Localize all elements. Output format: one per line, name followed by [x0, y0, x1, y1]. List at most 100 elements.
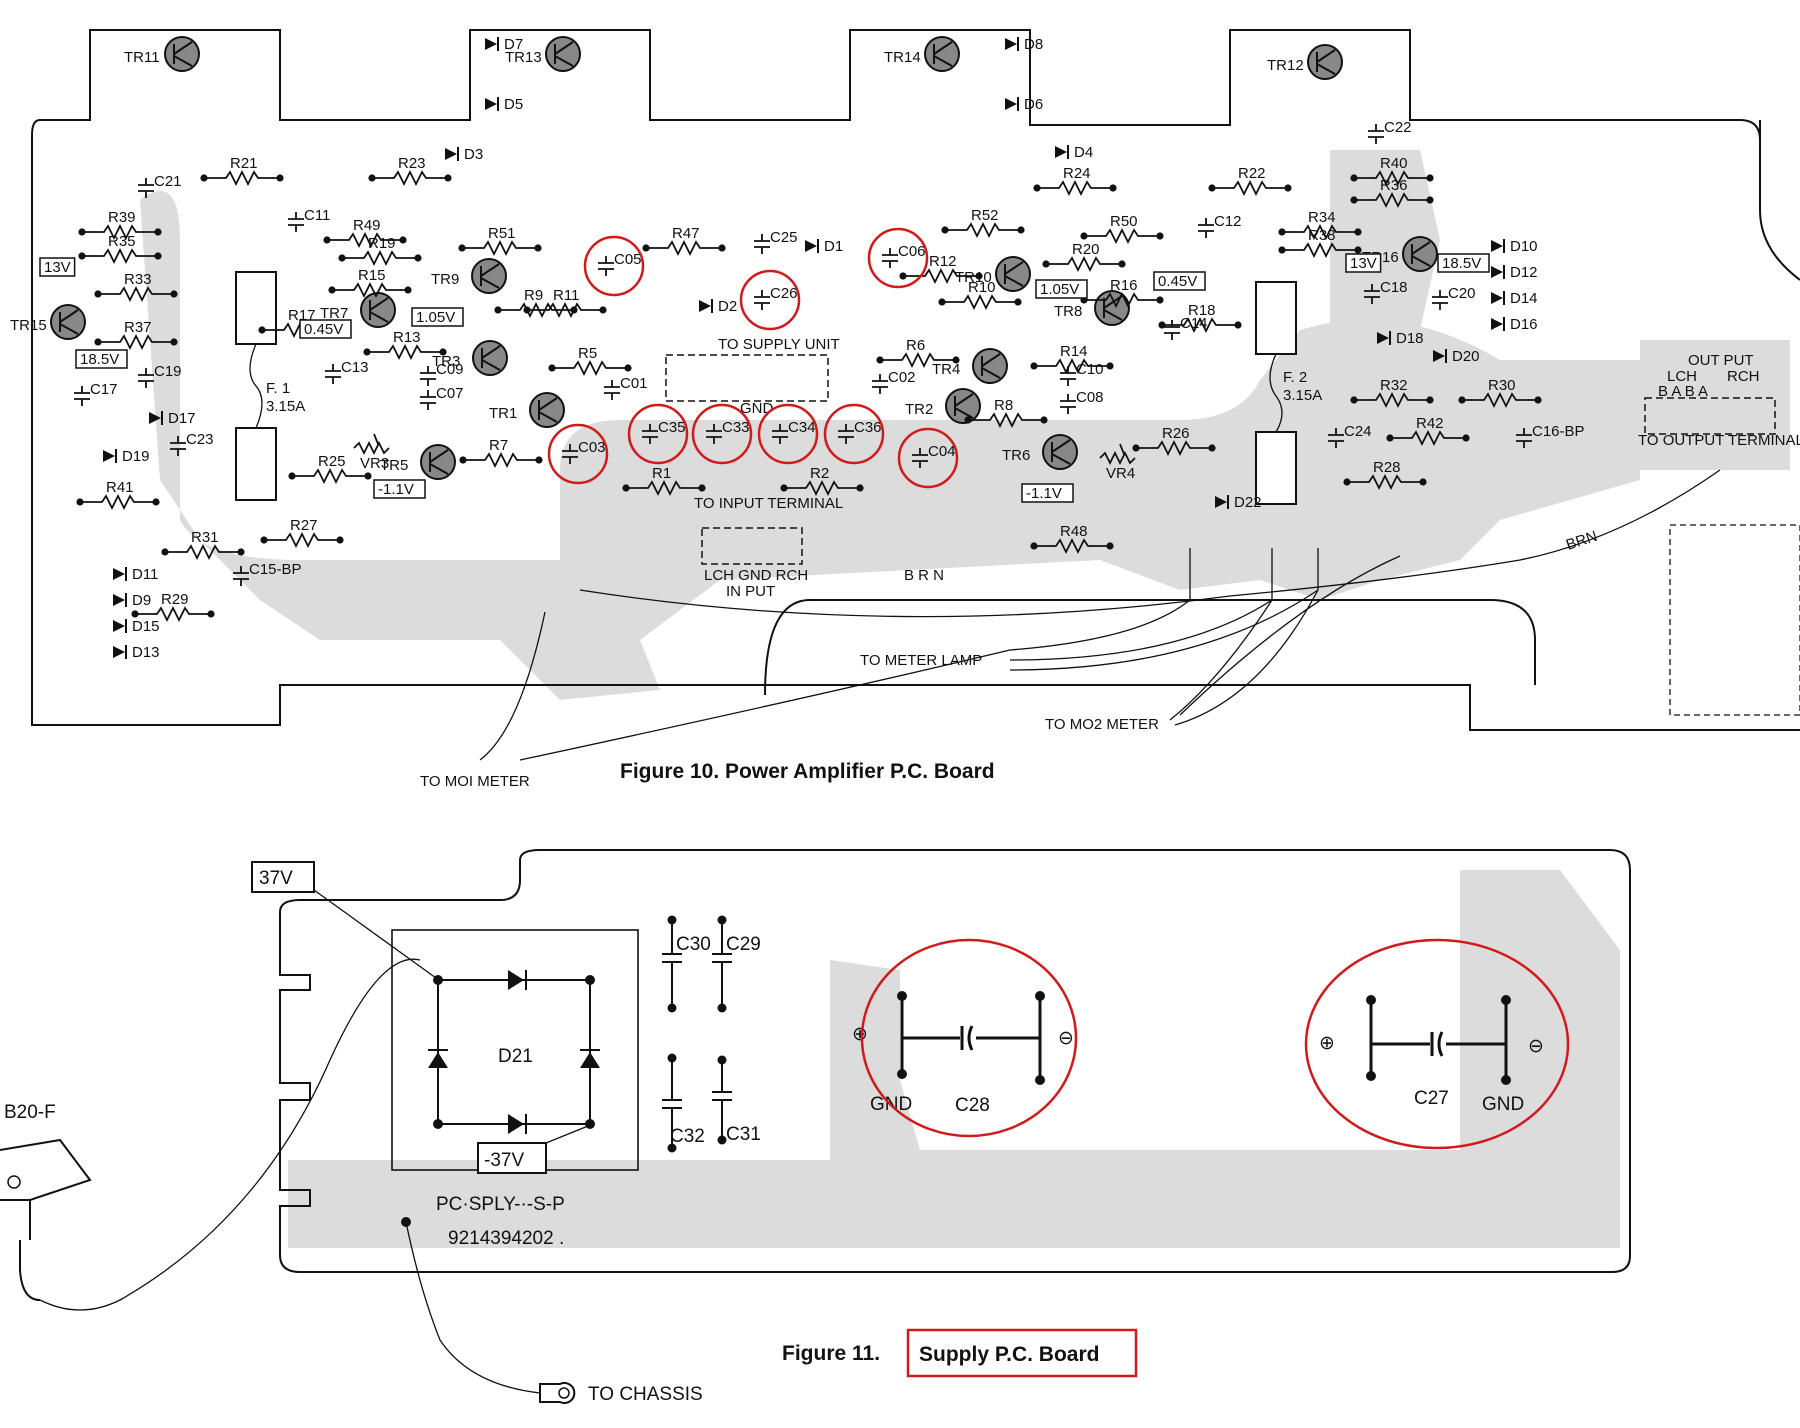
capacitor-c08	[1060, 394, 1076, 414]
capacitor-c17	[74, 386, 90, 406]
resistor-label-r9: R9	[524, 287, 543, 304]
capacitor-c21	[138, 178, 154, 198]
highlight-c04	[897, 427, 959, 489]
resistor-r36	[1354, 191, 1430, 209]
resistor-label-r16: R16	[1110, 277, 1138, 294]
pot-vr3	[353, 433, 390, 456]
resistor-r25	[292, 467, 368, 485]
diode-label-d9: D9	[132, 592, 151, 609]
supply-unit-label: TO SUPPLY UNIT	[718, 336, 840, 353]
resistor-r15	[332, 281, 408, 299]
capacitor-c14	[1164, 320, 1180, 340]
resistor-r35	[82, 247, 158, 265]
resistor-r52	[945, 221, 1021, 239]
highlight-c28	[860, 938, 1078, 1138]
capacitor-label-c06: C06	[898, 243, 926, 260]
diode-label-d16: D16	[1510, 316, 1538, 333]
cap-c32-label: C32	[670, 1126, 705, 1147]
capacitor-label-c07: C07	[436, 385, 464, 402]
resistor-label-r47: R47	[672, 225, 700, 242]
transistor-label-tr6: TR6	[1002, 447, 1030, 464]
output-pins-label: B A B A	[1658, 383, 1708, 400]
diode-d10	[1491, 240, 1503, 252]
capacitor-label-c17: C17	[90, 381, 118, 398]
board-code: PC·SPLY-·-S-P	[436, 1194, 565, 1215]
diode-label-d17: D17	[168, 410, 196, 427]
resistor-label-r21: R21	[230, 155, 258, 172]
diode-d15	[113, 620, 125, 632]
diode-label-d3: D3	[464, 146, 483, 163]
resistor-r24	[1037, 179, 1113, 197]
capacitor-c13	[325, 364, 341, 384]
diode-label-d13: D13	[132, 644, 160, 661]
input-label: IN PUT	[726, 583, 775, 600]
capacitor-label-c21: C21	[154, 173, 182, 190]
resistor-r10	[942, 293, 1018, 311]
transistor-tr7	[360, 292, 396, 328]
resistor-r51	[462, 239, 538, 257]
resistor-label-r49: R49	[353, 217, 381, 234]
input-pins-label: LCH GND RCH	[704, 567, 808, 584]
capacitor-c25	[754, 234, 770, 254]
transistor-tr11	[164, 36, 200, 72]
resistor-label-r33: R33	[124, 271, 152, 288]
meter-lamp-label: TO METER LAMP	[860, 652, 982, 669]
fuse-f2-rating: 3.15A	[1283, 387, 1322, 404]
capacitor-label-c25: C25	[770, 229, 798, 246]
c27-gnd-label: GND	[1482, 1094, 1524, 1115]
diode-d17	[149, 412, 161, 424]
resistor-label-r5: R5	[578, 345, 597, 362]
resistor-label-r22: R22	[1238, 165, 1266, 182]
resistor-r49	[327, 231, 403, 249]
resistor-r21	[204, 169, 280, 187]
diode-d16	[1491, 318, 1503, 330]
resistor-label-r50: R50	[1110, 213, 1138, 230]
highlight-c26	[739, 269, 801, 331]
cap-c27-label: C27	[1414, 1088, 1449, 1109]
resistor-label-r20: R20	[1072, 241, 1100, 258]
capacitor-label-c15-bp: C15-BP	[249, 561, 302, 578]
resistor-r34	[1282, 223, 1358, 241]
transistor-tr3	[472, 340, 508, 376]
m02-meter-label: TO MO2 METER	[1045, 716, 1159, 733]
resistor-r50	[1084, 227, 1160, 245]
resistor-label-r35: R35	[108, 233, 136, 250]
resistor-r22	[1212, 179, 1288, 197]
c27-minus-symbol: ⊖	[1528, 1036, 1544, 1057]
transistor-tr5	[420, 444, 456, 480]
resistor-label-r28: R28	[1373, 459, 1401, 476]
resistor-r29	[135, 605, 211, 623]
bridge-d21-label: D21	[498, 1046, 533, 1067]
capacitor-c18	[1364, 284, 1380, 304]
supply-copper-trace-right	[1460, 870, 1620, 1248]
resistor-r28	[1347, 473, 1423, 491]
capacitor-c06	[882, 248, 898, 268]
resistor-label-r34: R34	[1308, 209, 1336, 226]
transistor-label-tr8: TR8	[1054, 303, 1082, 320]
capacitor-label-c18: C18	[1380, 279, 1408, 296]
diode-d22	[1215, 496, 1227, 508]
capacitor-c04	[912, 448, 928, 468]
transistor-tr13	[545, 36, 581, 72]
resistor-label-r6: R6	[906, 337, 925, 354]
figure10-caption: Figure 10. Power Amplifier P.C. Board	[620, 760, 995, 783]
supply-copper-trace	[288, 870, 1620, 1248]
diode-d2	[699, 300, 711, 312]
highlight-c35	[627, 403, 689, 465]
transistor-tr14	[924, 36, 960, 72]
pot-label-vr3: VR3	[360, 455, 389, 472]
capacitor-c12	[1198, 218, 1214, 238]
transistor-label-tr5: TR5	[380, 457, 408, 474]
resistor-label-r7: R7	[489, 437, 508, 454]
diode-d12	[1491, 266, 1503, 278]
transistor-tr4	[972, 348, 1008, 384]
capacitor-label-c26: C26	[770, 285, 798, 302]
diode-label-d22: D22	[1234, 494, 1262, 511]
resistor-r48	[1034, 537, 1110, 555]
voltage-tag-5: -1.1V	[378, 481, 414, 498]
voltage-neg37v-tag: -37V	[484, 1150, 524, 1171]
c28-plus-symbol: ⊕	[852, 1024, 868, 1045]
resistor-label-r36: R36	[1380, 177, 1408, 194]
resistor-r11	[527, 301, 603, 319]
